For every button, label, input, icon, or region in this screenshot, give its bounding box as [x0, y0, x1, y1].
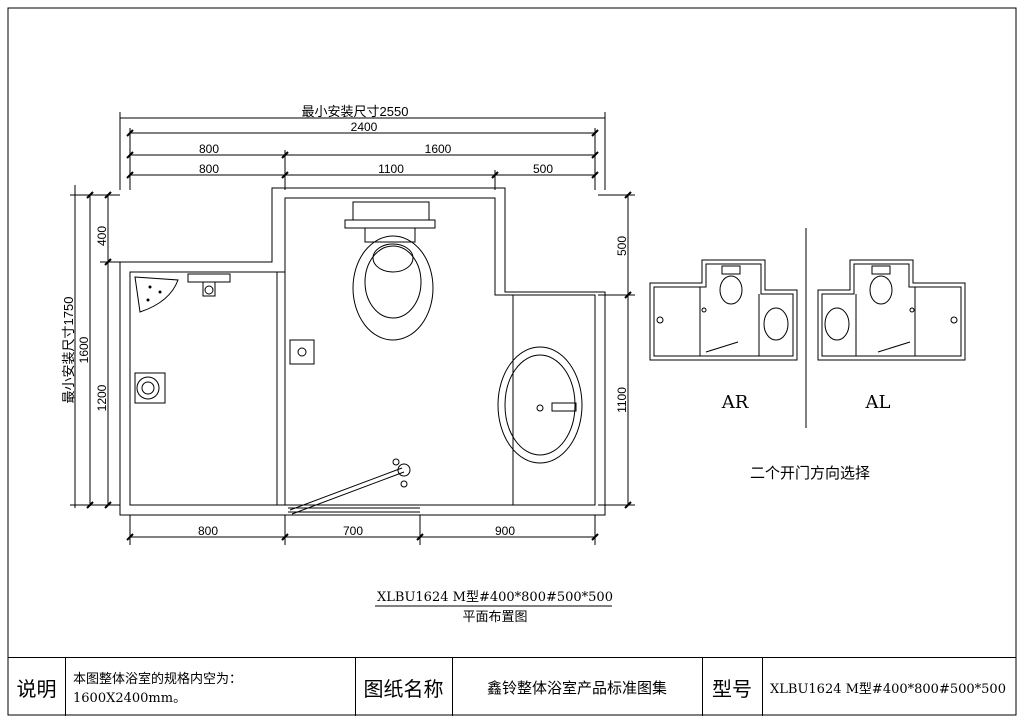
- dim-overall-top: 最小安装尺寸2550: [302, 104, 409, 119]
- variants-note: 二个开门方向选择: [750, 464, 870, 482]
- model-head: 型号: [712, 676, 752, 701]
- plan-model-label: XLBU1624 M型#400*800#500*500: [377, 590, 613, 605]
- wash-basin: [497, 346, 583, 464]
- dim-bottom-800: 800: [198, 524, 218, 538]
- dim-top-500: 500: [533, 162, 553, 176]
- variant-al-plan: [817, 259, 966, 361]
- dim-2400: 2400: [351, 120, 378, 134]
- variant-ar-label: AR: [721, 392, 749, 413]
- toilet: [344, 201, 436, 341]
- dim-top-800b: 800: [199, 162, 219, 176]
- dim-left-1200: 1200: [95, 384, 109, 411]
- dim-left-400: 400: [95, 226, 109, 246]
- shower-fixture: [187, 273, 231, 297]
- dim-overall-left: 最小安装尺寸1750: [61, 297, 76, 404]
- title-block: 说明 本图整体浴室的规格内空为：1600X2400mm。 图纸名称 鑫铃整体浴室…: [8, 657, 1016, 716]
- plan-caption: 平面布置图: [462, 610, 527, 625]
- model-value: XLBU1624 M型#400*800#500*500: [770, 681, 1006, 697]
- variant-al-label: AL: [865, 392, 891, 413]
- name-value: 鑫铃整体浴室产品标准图集: [486, 678, 667, 697]
- sliding-door: [288, 458, 420, 515]
- name-head: 图纸名称: [363, 676, 444, 701]
- desc-head: 说明: [16, 676, 57, 701]
- outer-wall: [119, 187, 606, 516]
- floor-drain-center: [289, 339, 315, 365]
- sheet-border: [7, 7, 1017, 716]
- dim-left-1600: 1600: [77, 336, 91, 363]
- dim-bottom-700: 700: [343, 524, 363, 538]
- dim-top-800a: 800: [199, 142, 219, 156]
- dim-right-500: 500: [615, 236, 629, 256]
- dim-bottom-900: 900: [495, 524, 515, 538]
- floor-drain-left: [134, 372, 166, 404]
- dim-right-1100: 1100: [615, 387, 629, 413]
- corner-seat: [134, 276, 179, 313]
- dim-top-1600: 1600: [425, 142, 452, 156]
- desc-value: 本图整体浴室的规格内空为：1600X2400mm。: [73, 672, 243, 706]
- dim-top-1100: 1100: [378, 162, 404, 176]
- variant-ar-plan: [649, 259, 798, 361]
